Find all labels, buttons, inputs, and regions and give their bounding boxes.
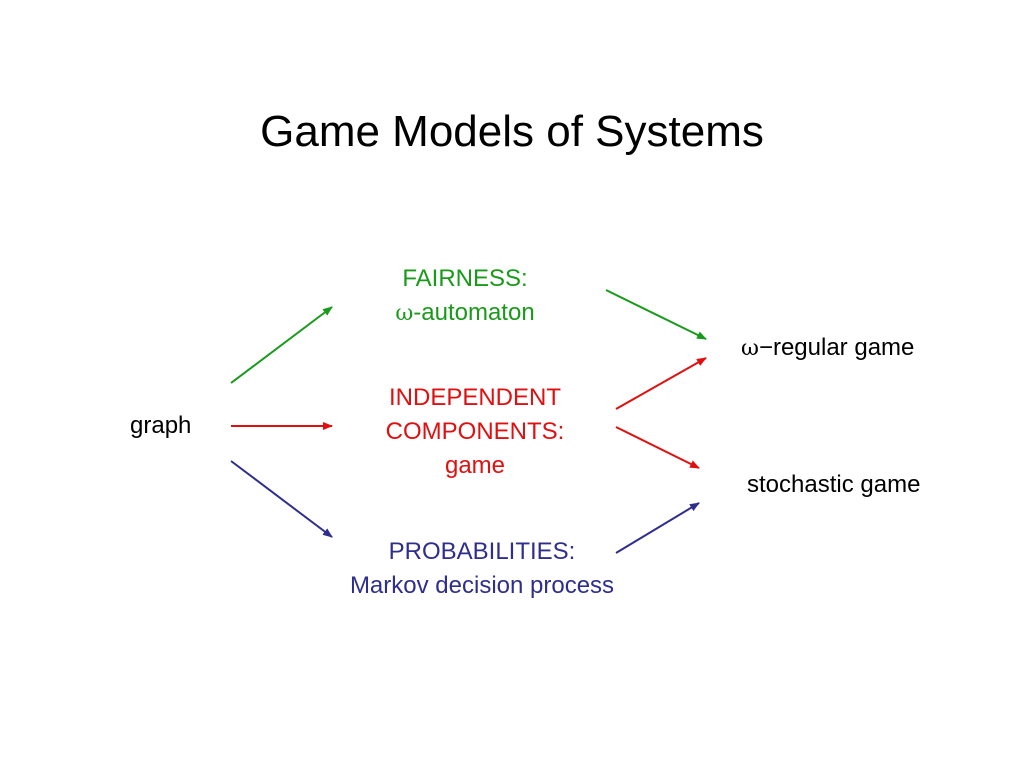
node-graph-label: graph [130, 412, 192, 439]
slide-title: Game Models of Systems [260, 107, 764, 156]
node-independent-components: INDEPENDENT COMPONENTS: game [355, 381, 595, 483]
omega-symbol: ω [741, 336, 759, 361]
node-probabilities: PROBABILITIES: Markov decision process [312, 535, 652, 603]
node-graph: graph [130, 409, 191, 443]
arrow-graph-to-fairness [230, 306, 333, 384]
arrow-graph-to-probabilities [230, 460, 333, 538]
arrow-fairness-to-regular-game [605, 289, 707, 340]
probabilities-line2: Markov decision process [349, 572, 615, 599]
node-regular-game: ω−regular game [741, 331, 914, 366]
independent-line3: game [444, 452, 506, 479]
probabilities-line1: PROBABILITIES: [388, 538, 576, 565]
arrow-probabilities-to-stochastic-game [615, 502, 700, 554]
node-fairness: FAIRNESS: ω-automaton [365, 262, 565, 331]
stochastic-game-label: stochastic game [747, 471, 921, 498]
fairness-sub-text: -automaton [413, 299, 535, 326]
fairness-sub: ω-automaton [365, 296, 565, 331]
arrow-independent-to-stochastic-game [615, 426, 700, 469]
arrow-independent-to-regular-game [615, 357, 707, 410]
fairness-heading: FAIRNESS: [402, 265, 528, 292]
omega-symbol: ω [395, 301, 414, 326]
node-stochastic-game: stochastic game [747, 468, 920, 502]
independent-line1: INDEPENDENT [388, 384, 562, 411]
regular-game-dash: − [758, 334, 773, 361]
independent-line2: COMPONENTS: [385, 418, 565, 445]
regular-game-label: regular game [772, 334, 915, 361]
